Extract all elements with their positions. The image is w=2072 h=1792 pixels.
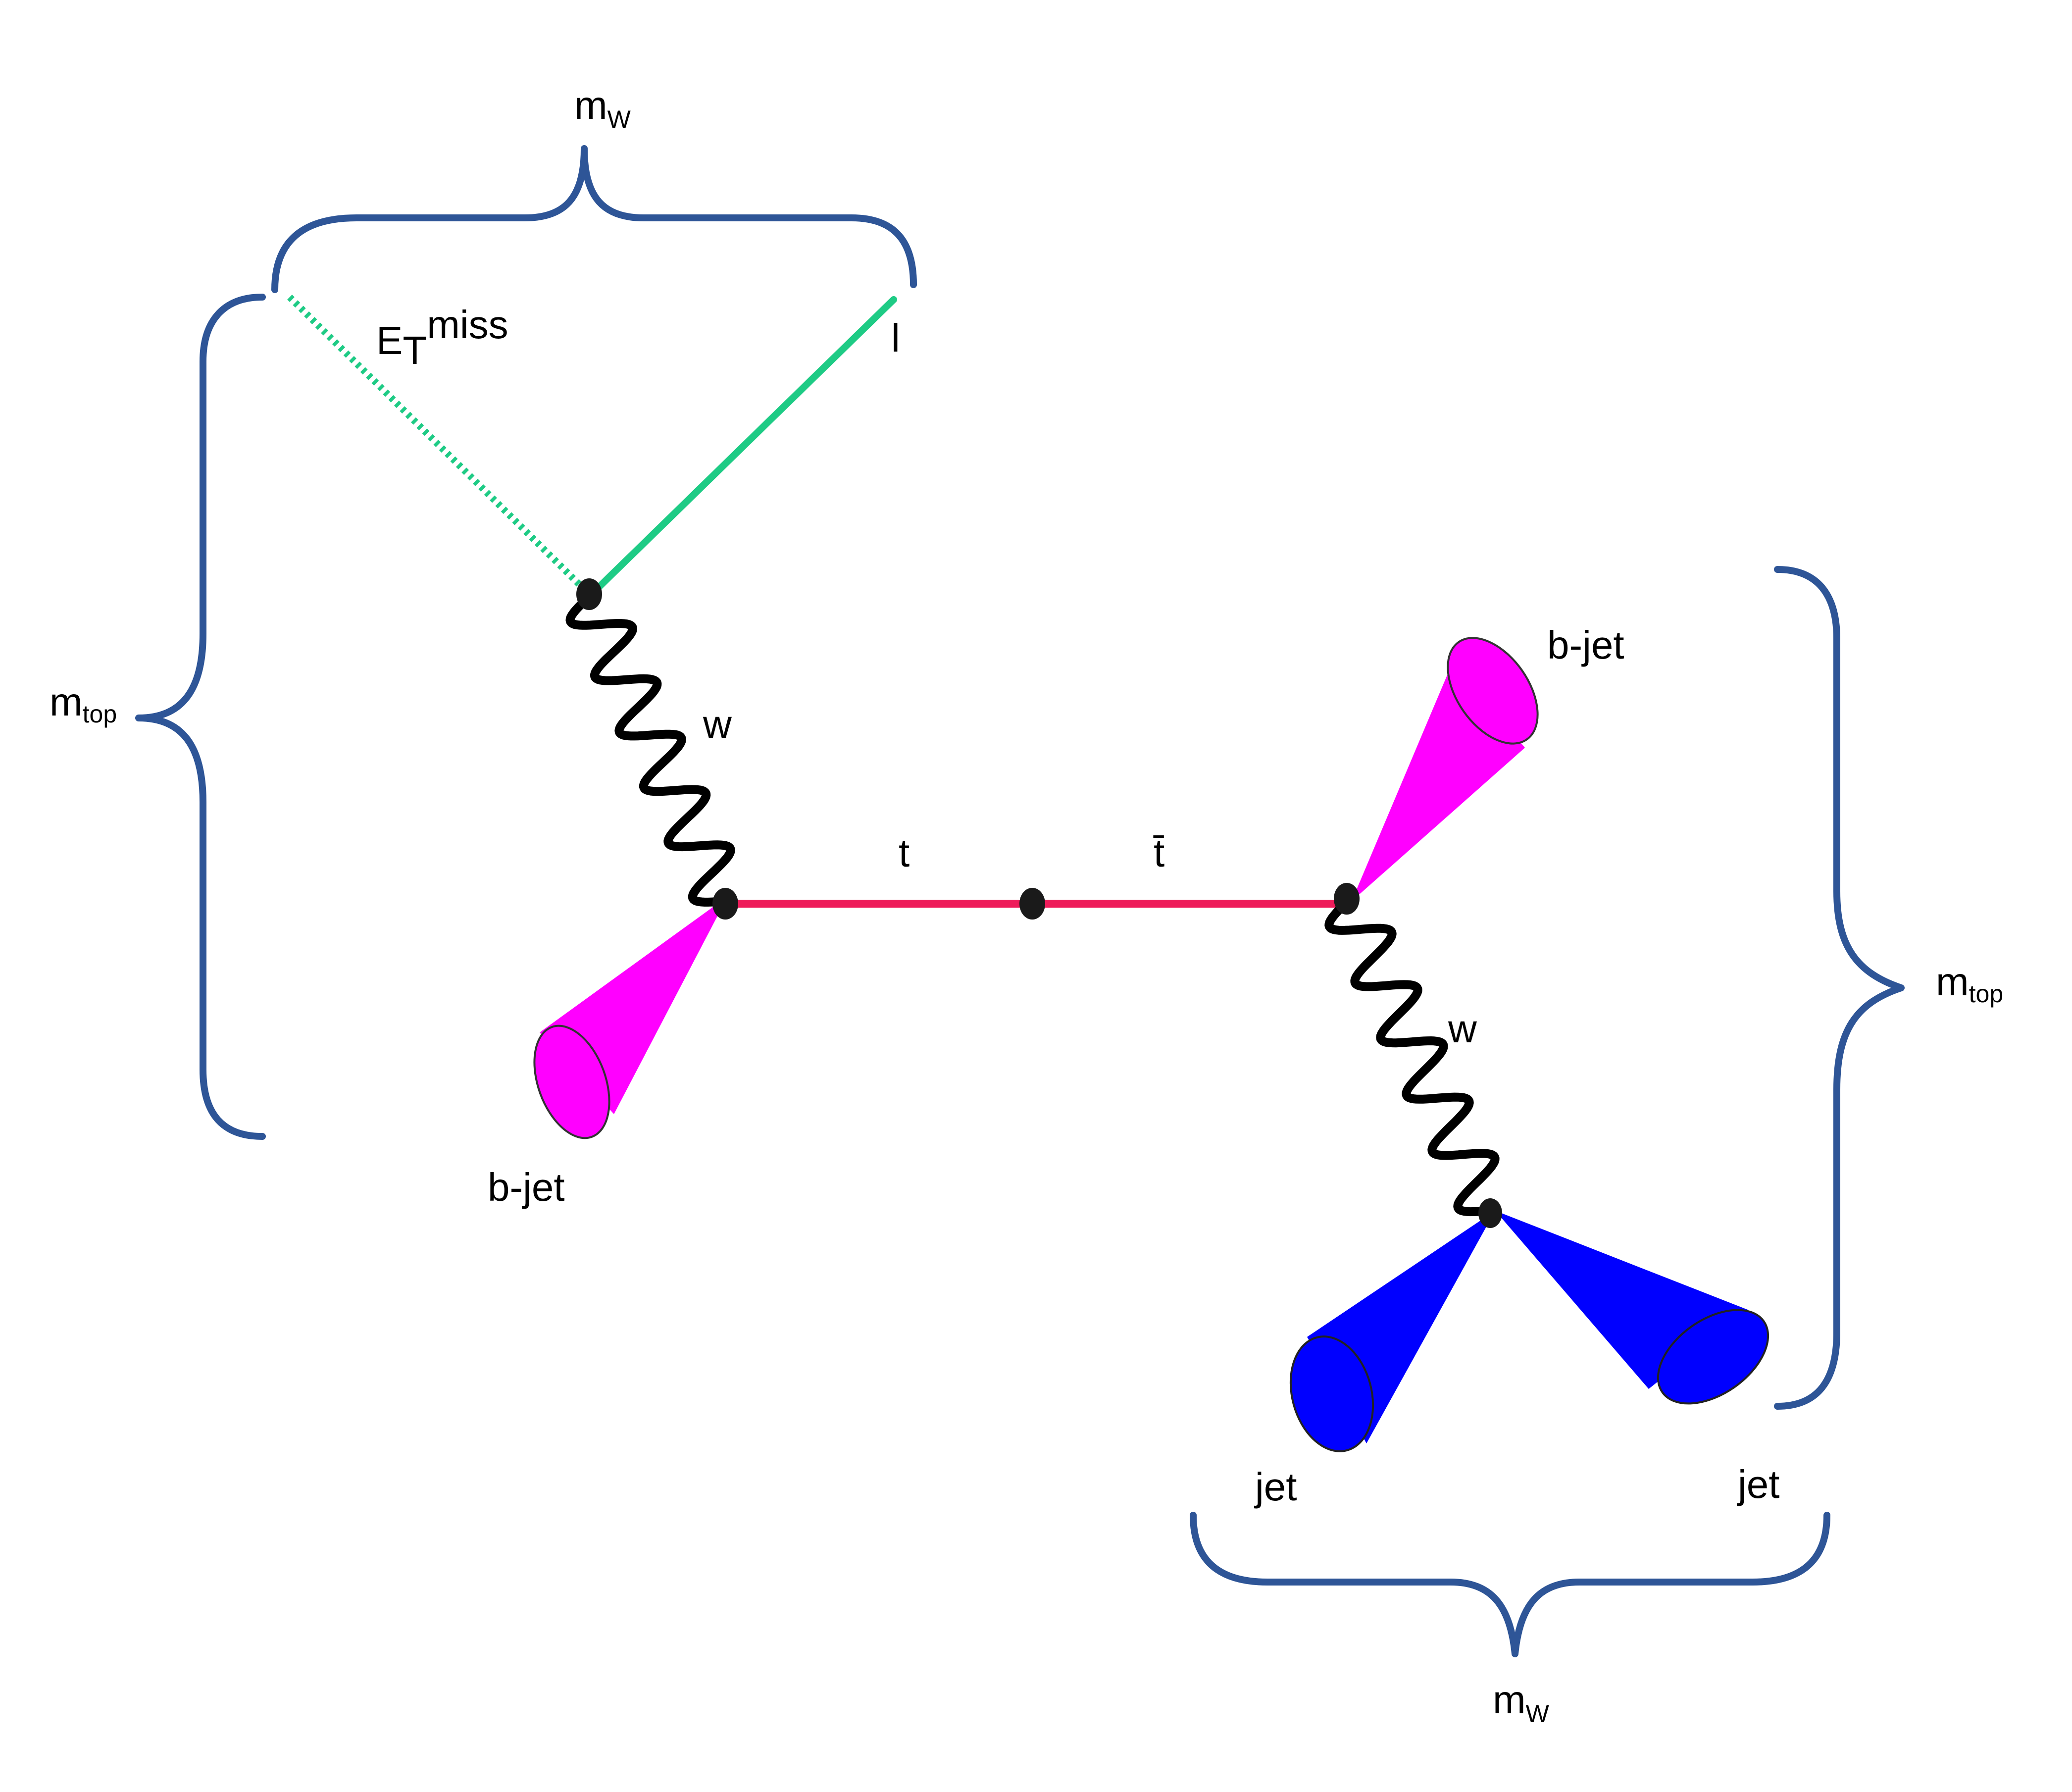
mw-top-label: mW	[574, 83, 631, 133]
w-boson-right-wavy-line	[1324, 897, 1500, 1217]
brace-top-mw	[271, 145, 917, 293]
antitop-label: t̄	[1153, 831, 1164, 875]
mtop-right-label: mtop	[1936, 960, 2003, 1008]
b-jet-left-cone	[533, 896, 728, 1139]
met-dashed-line	[287, 295, 589, 594]
jet-left-cone	[1289, 1211, 1495, 1452]
vertex-top-right	[1334, 883, 1360, 915]
jet-right-label: jet	[1737, 1462, 1780, 1506]
b-jet-right-cone	[1352, 637, 1539, 901]
w-left-label: w	[703, 702, 732, 746]
vertex-production	[1019, 888, 1045, 920]
mw-bottom-label: mW	[1493, 1678, 1550, 1728]
jet-right-cone	[1495, 1211, 1769, 1405]
brace-bottom-mw	[1190, 1512, 1830, 1657]
brace-right-mtop	[1774, 566, 1905, 1410]
mtop-left-label: mtop	[50, 680, 117, 728]
vertex-w-lepton	[576, 578, 602, 610]
w-right-label: w	[1448, 1007, 1477, 1051]
vertex-w-jets	[1478, 1198, 1502, 1228]
b-jet-left-label: b-jet	[488, 1165, 565, 1209]
brace-left-mtop	[135, 294, 266, 1140]
b-jet-right-label: b-jet	[1547, 623, 1624, 667]
top-label: t	[899, 831, 910, 875]
lepton-label: l	[891, 316, 900, 360]
lepton-line	[591, 296, 897, 595]
vertex-top-left	[712, 888, 738, 920]
w-boson-left-wavy-line	[565, 592, 735, 907]
jet-left-label: jet	[1254, 1465, 1297, 1509]
et-miss-label: ETmiss	[376, 303, 508, 372]
